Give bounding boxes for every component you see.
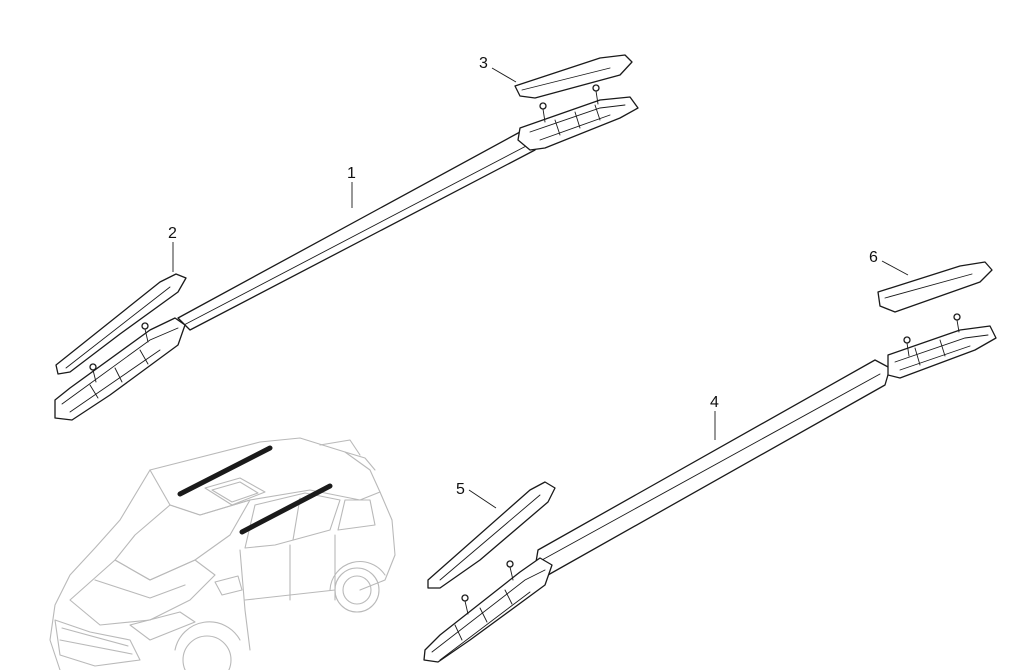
leader-line-6 — [881, 260, 909, 276]
callout-6: 6 — [869, 249, 878, 266]
callout-2: 2 — [168, 225, 177, 242]
rear-cover-left[interactable] — [514, 54, 633, 99]
front-cover-left[interactable] — [55, 273, 187, 375]
vehicle-reference-illustration — [49, 437, 396, 670]
rear-mount-base-left[interactable] — [517, 84, 639, 151]
leader-line-5 — [468, 489, 497, 509]
front-mount-base-right[interactable] — [423, 557, 553, 663]
rear-cover-right[interactable] — [877, 261, 993, 313]
front-mount-base-left[interactable] — [54, 317, 186, 421]
leader-line-3 — [491, 67, 517, 83]
right-roof-rail-highlight — [239, 483, 333, 535]
callout-1: 1 — [347, 165, 356, 182]
roof-rail-left[interactable] — [177, 131, 541, 331]
callout-4: 4 — [710, 394, 719, 411]
left-roof-rail-highlight — [177, 445, 273, 497]
front-cover-right[interactable] — [427, 481, 556, 589]
callout-5: 5 — [456, 481, 465, 498]
callout-3: 3 — [479, 55, 488, 72]
rear-mount-base-right[interactable] — [887, 313, 997, 379]
roof-rail-right[interactable] — [534, 359, 891, 576]
